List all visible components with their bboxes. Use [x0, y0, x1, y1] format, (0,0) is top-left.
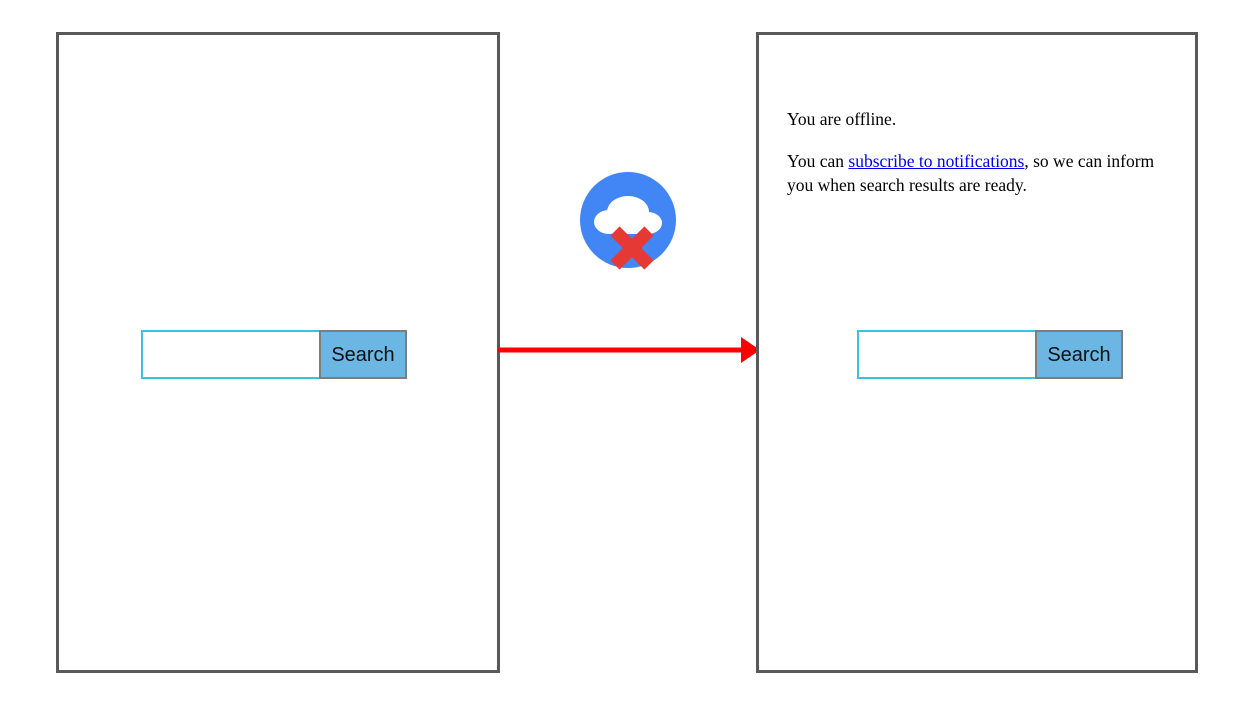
screen-before: Search [56, 32, 500, 673]
cloud-offline-icon [576, 168, 680, 272]
subscribe-text-prefix: You can [787, 151, 849, 172]
subscribe-to-notifications-link[interactable]: subscribe to notifications [848, 151, 1025, 172]
offline-message-block: You are offline. You can subscribe to no… [787, 107, 1181, 197]
screen-after: You are offline. You can subscribe to no… [756, 32, 1198, 673]
transition-arrow [498, 330, 760, 370]
subscribe-text-suffix: , so we can inform you when search resul… [787, 151, 1155, 196]
offline-status-text: You are offline. [787, 109, 897, 129]
search-widget-before: Search [141, 330, 407, 379]
arrow-right-icon [498, 337, 760, 363]
search-input[interactable] [857, 330, 1035, 379]
search-button[interactable]: Search [1035, 330, 1123, 379]
error-cross-shape [610, 226, 654, 270]
offline-subscribe-text: You can subscribe to notifications, so w… [787, 149, 1181, 197]
search-button[interactable]: Search [319, 330, 407, 379]
search-input[interactable] [141, 330, 319, 379]
search-widget-after: Search [857, 330, 1123, 379]
